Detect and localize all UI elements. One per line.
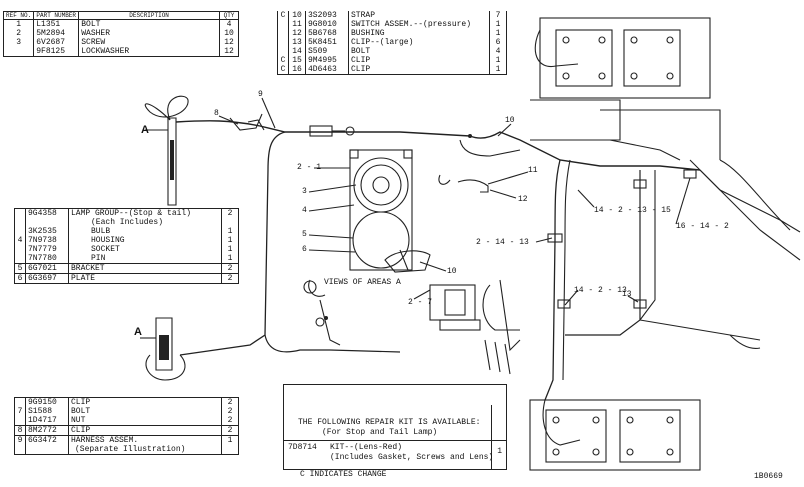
callout-2-1: 2 - 1 [297,163,322,172]
callout-13: 13 [622,290,632,299]
harness-right [699,169,801,261]
lamp-upper-loop [144,95,189,121]
change-legend: C INDICATES CHANGE [300,470,387,479]
callout-10a: 10 [505,116,515,125]
col-description: DESCRIPTION [78,12,220,20]
harness-center-vertical [544,159,561,401]
callout-12: 12 [518,195,528,204]
table-row: 14 S509 BOLT 4 [278,47,506,56]
harness-top [175,120,471,137]
table-row: C 16 4D6463 CLIP 1 [278,65,506,74]
table-row: 9G4358 LAMP GROUP--(Stop & tail) 2 [15,209,238,218]
callout-3: 3 [302,187,307,196]
table-row: C 15 9M4995 CLIP 1 [278,56,506,65]
table-row: 7 S1588 BOLT 2 [15,407,238,416]
callout-16-14-2: 16 - 14 - 2 [676,222,729,231]
table-row: 3K2535 BULB 1 [15,227,238,236]
callout-6: 6 [302,245,307,254]
figure-number: 1B0669 [754,472,783,481]
callout-10b: 10 [447,267,457,276]
views-of-areas-label: VIEWS OF AREAS A [324,278,401,287]
lamp-lower-left [155,317,173,371]
table-row: C 10 3S2093 STRAP 7 [278,11,506,20]
callout-8: 8 [214,109,219,118]
bottom-right-box [529,399,701,471]
callout-9: 9 [258,90,263,99]
callout-5: 5 [302,230,307,239]
callout-11: 11 [528,166,538,175]
table-row: 11 9G8010 SWITCH ASSEM.--(pressure) 1 [278,20,506,29]
callout-4: 4 [302,206,307,215]
table-row: 4 7N9738 HOUSING 1 [15,236,238,245]
parts-table-top-center: C 10 3S2093 STRAP 7 11 9G8010 SWITCH ASS… [277,11,507,75]
col-part-number: PART NUMBER [33,12,79,20]
top-right-box [539,17,711,99]
table-row: 6 6G3697 PLATE 2 [15,273,238,283]
table-row: 2 5M2894 WASHER 10 [4,29,238,38]
parts-table-top-left: REF NO. PART NUMBER DESCRIPTION QTY 1 L1… [3,11,239,57]
repair-kit-description: KIT--(Lens-Red) [330,443,403,452]
callout-a-bottom: A [134,326,142,338]
parts-table-bottom-left: 9G9150 CLIP 2 7 S1588 BOLT 2 1D4717 NUT … [14,397,239,455]
qty-divider [491,405,492,469]
lamp-lens-top [353,157,409,213]
col-ref-no: REF NO. [4,12,34,20]
repair-kit-subheading: (For Stop and Tail Lamp) [322,428,438,437]
repair-kit-box: THE FOLLOWING REPAIR KIT IS AVAILABLE: (… [283,384,507,470]
callout-14-2-13: 14 - 2 - 13 [574,286,627,295]
table-row: 5 6G7021 BRACKET 2 [15,263,238,274]
table-row: 13 5K8451 CLIP--(large) 6 [278,38,506,47]
table-row: 9F8125 LOCKWASHER 12 [4,47,238,56]
col-qty: QTY [219,12,238,20]
lamp-plate [349,149,413,271]
callout-2-14-13: 2 - 14 - 13 [476,238,529,247]
table-row: 12 5B6768 BUSHING 1 [278,29,506,38]
callout-a-top: A [141,124,149,136]
table-row: (Each Includes) [15,218,238,227]
repair-kit-qty: 1 [497,447,502,456]
lamp-lens-bottom [352,211,410,269]
table-row: 1 L1351 BOLT 4 [4,19,238,29]
table-row: 9G9150 CLIP 2 [15,398,238,407]
repair-kit-includes: (Includes Gasket, Screws and Lens) [330,453,494,462]
repair-kit-part-number: 7D8714 [288,443,317,452]
table-row: 9 6G3472 HARNESS ASSEM. 1 [15,435,238,445]
table-row: 7N7779 SOCKET 1 [15,245,238,254]
repair-kit-divider [284,440,506,441]
parts-table-mid-left: 9G4358 LAMP GROUP--(Stop & tail) 2 (Each… [14,208,239,284]
harness-left-vertical [179,131,286,356]
table-row: 7N7780 PIN 1 [15,254,238,264]
table-row: 1D4717 NUT 2 [15,416,238,426]
callout-14-2-13-15: 14 - 2 - 13 - 15 [594,206,671,215]
table-row: 3 6V2687 SCREW 12 [4,38,238,47]
repair-kit-heading: THE FOLLOWING REPAIR KIT IS AVAILABLE: [298,418,481,427]
lamp-upper-left [167,117,177,206]
table-row: 8 8M2772 CLIP 2 [15,425,238,436]
table-row: (Separate Illustration) [15,445,238,454]
callout-2-7: 2 - 7 [408,298,433,307]
